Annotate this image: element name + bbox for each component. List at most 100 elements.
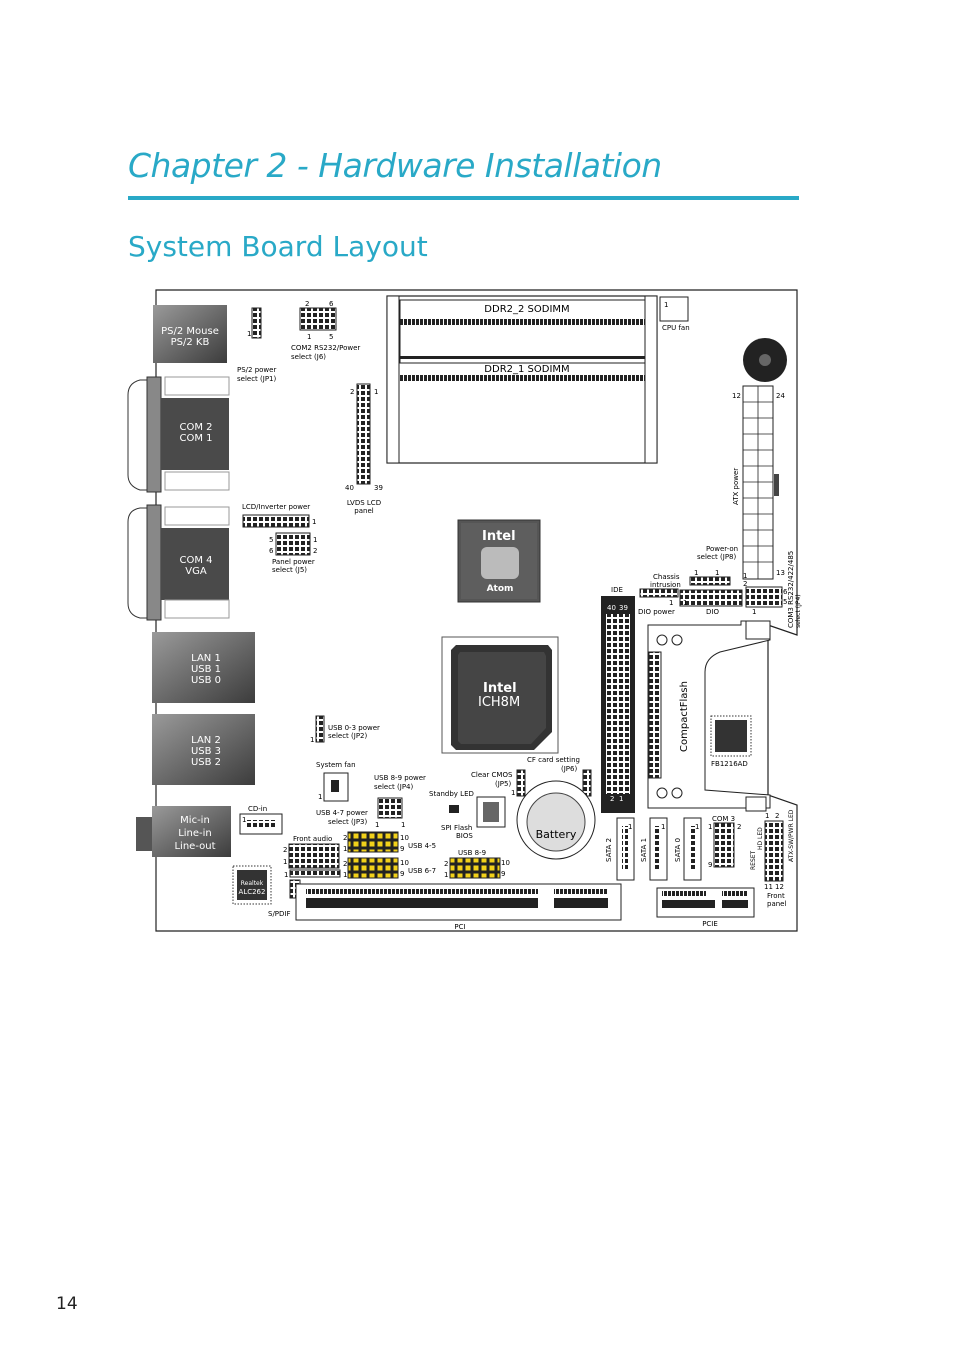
- svg-text:1: 1: [743, 572, 747, 580]
- svg-text:select (JP4): select (JP4): [374, 783, 413, 791]
- svg-text:Line-in: Line-in: [178, 828, 212, 839]
- chassis-intrusion-connector: Chassis intrusion 1 DIO power: [638, 573, 681, 616]
- svg-text:LAN 2: LAN 2: [191, 735, 221, 746]
- svg-text:1: 1: [694, 569, 698, 577]
- front-panel-header: 1 2 11 12 Front panel RESET HD LED ATX-S…: [745, 796, 795, 908]
- svg-text:11: 11: [764, 883, 773, 891]
- svg-text:1: 1: [511, 789, 515, 797]
- svg-text:Mic-in: Mic-in: [180, 815, 210, 826]
- svg-text:RESET: RESET: [750, 850, 757, 870]
- svg-text:DDR2_1 SODIMM: DDR2_1 SODIMM: [484, 364, 569, 375]
- jp1-jumper: 1 PS/2 power select (JP1): [237, 307, 276, 383]
- svg-text:LCD/Inverter power: LCD/Inverter power: [242, 503, 310, 511]
- svg-text:SATA 2: SATA 2: [605, 838, 613, 862]
- atx-power-connector: 12 24 1 13 ATX power: [732, 385, 785, 580]
- svg-text:5: 5: [329, 333, 333, 341]
- svg-text:1: 1: [444, 871, 448, 879]
- svg-text:6: 6: [269, 547, 274, 555]
- svg-text:PCIE: PCIE: [702, 920, 718, 928]
- jp4-jumper: USB 8-9 power select (JP4) 1 1: [374, 774, 426, 829]
- svg-text:2: 2: [343, 860, 347, 868]
- svg-text:COM 2: COM 2: [179, 422, 212, 433]
- jp5-jumper: Clear CMOS (JP5) 1: [471, 769, 526, 797]
- svg-text:Intel: Intel: [482, 529, 516, 544]
- lcd-inverter-connector: LCD/Inverter power 1: [242, 503, 316, 528]
- svg-text:COM2 RS232/Power: COM2 RS232/Power: [291, 344, 360, 352]
- buzzer: [743, 338, 787, 382]
- svg-text:Battery: Battery: [536, 828, 577, 841]
- svg-text:COM 4: COM 4: [179, 555, 212, 566]
- svg-text:1: 1: [695, 823, 699, 831]
- standby-led: Standby LED: [429, 790, 474, 813]
- svg-text:40: 40: [607, 604, 616, 612]
- svg-text:1: 1: [628, 823, 632, 831]
- svg-text:10: 10: [400, 859, 409, 867]
- svg-text:(JP5): (JP5): [495, 780, 511, 788]
- svg-text:LAN 1: LAN 1: [191, 653, 221, 664]
- com3-header: COM 3 1 2 9: [708, 815, 741, 869]
- svg-text:panel: panel: [354, 507, 373, 515]
- lvds-connector: 2 1 40 39 LVDS LCD panel: [345, 383, 383, 515]
- svg-text:USB 8-9: USB 8-9: [458, 849, 486, 857]
- cd-in-connector: CD-in 1: [239, 805, 283, 835]
- svg-text:intrusion: intrusion: [650, 581, 681, 589]
- com4-vga-port: COM 4 VGA: [127, 504, 230, 621]
- svg-text:9: 9: [400, 845, 404, 853]
- svg-text:9: 9: [501, 870, 505, 878]
- sata-2-connector: 1 SATA 2: [605, 817, 635, 881]
- svg-text:USB 0: USB 0: [191, 675, 221, 686]
- svg-text:1: 1: [619, 795, 623, 803]
- svg-text:USB 6-7: USB 6-7: [408, 867, 436, 875]
- svg-text:ALC262: ALC262: [239, 888, 266, 896]
- svg-text:select (JP4): select (JP4): [795, 594, 802, 628]
- svg-text:USB 0-3 power: USB 0-3 power: [328, 724, 380, 732]
- audio-jacks: Mic-in Line-in Line-out: [136, 806, 231, 857]
- svg-text:SATA 0: SATA 0: [674, 838, 682, 862]
- svg-text:1: 1: [401, 821, 405, 829]
- svg-text:select (JP3): select (JP3): [328, 818, 367, 826]
- svg-text:COM3 RS232/422/485: COM3 RS232/422/485: [787, 551, 795, 628]
- svg-text:1: 1: [708, 823, 712, 831]
- com1-com2-port: COM 2 COM 1: [127, 376, 230, 493]
- svg-text:S/PDIF: S/PDIF: [268, 910, 291, 918]
- svg-text:39: 39: [619, 604, 628, 612]
- svg-text:6: 6: [783, 588, 788, 596]
- svg-text:Chassis: Chassis: [653, 573, 680, 581]
- svg-text:1: 1: [375, 821, 379, 829]
- svg-text:5: 5: [783, 598, 787, 606]
- svg-text:select (J5): select (J5): [272, 566, 307, 574]
- svg-text:PS/2 KB: PS/2 KB: [171, 337, 210, 348]
- svg-text:CompactFlash: CompactFlash: [679, 681, 690, 752]
- svg-text:select (JP1): select (JP1): [237, 375, 276, 383]
- svg-text:PS/2 Mouse: PS/2 Mouse: [161, 326, 219, 337]
- com3-mode-jumper: 2 6 5 COM3 RS232/422/485 select (JP4): [743, 551, 802, 628]
- svg-text:1: 1: [683, 599, 687, 607]
- svg-text:39: 39: [374, 484, 383, 492]
- section-title: System Board Layout: [128, 230, 428, 263]
- svg-text:USB 2: USB 2: [191, 757, 221, 768]
- svg-text:1: 1: [247, 330, 251, 338]
- svg-text:9: 9: [708, 861, 712, 869]
- svg-text:VGA: VGA: [185, 566, 207, 577]
- svg-text:1: 1: [284, 871, 288, 879]
- svg-text:1: 1: [661, 823, 665, 831]
- svg-text:Power-on: Power-on: [706, 545, 738, 553]
- jp3-jumper: USB 4-7 power select (JP3): [316, 809, 368, 826]
- lan2-usb-port: LAN 2 USB 3 USB 2: [152, 714, 255, 785]
- sata-1-connector: 1 SATA 1: [640, 817, 668, 881]
- svg-text:Atom: Atom: [487, 584, 514, 594]
- svg-text:1: 1: [283, 858, 287, 866]
- ddr2-sodimm-slots: DDR2_2 SODIMM DDR2_1 SODIMM: [386, 295, 658, 464]
- svg-text:2: 2: [775, 812, 779, 820]
- svg-text:panel: panel: [767, 900, 786, 908]
- svg-text:USB 8-9 power: USB 8-9 power: [374, 774, 426, 782]
- svg-text:12: 12: [732, 392, 741, 400]
- svg-text:40: 40: [345, 484, 354, 492]
- usb-8-9-header: USB 8-9 2 1 10 9: [444, 849, 510, 879]
- svg-text:COM 1: COM 1: [179, 433, 212, 444]
- svg-text:10: 10: [400, 834, 409, 842]
- svg-text:CD-in: CD-in: [248, 805, 267, 813]
- svg-text:CPU fan: CPU fan: [662, 324, 690, 332]
- svg-text:13: 13: [776, 569, 785, 577]
- svg-text:ATX-SW/PWR LED: ATX-SW/PWR LED: [788, 809, 795, 862]
